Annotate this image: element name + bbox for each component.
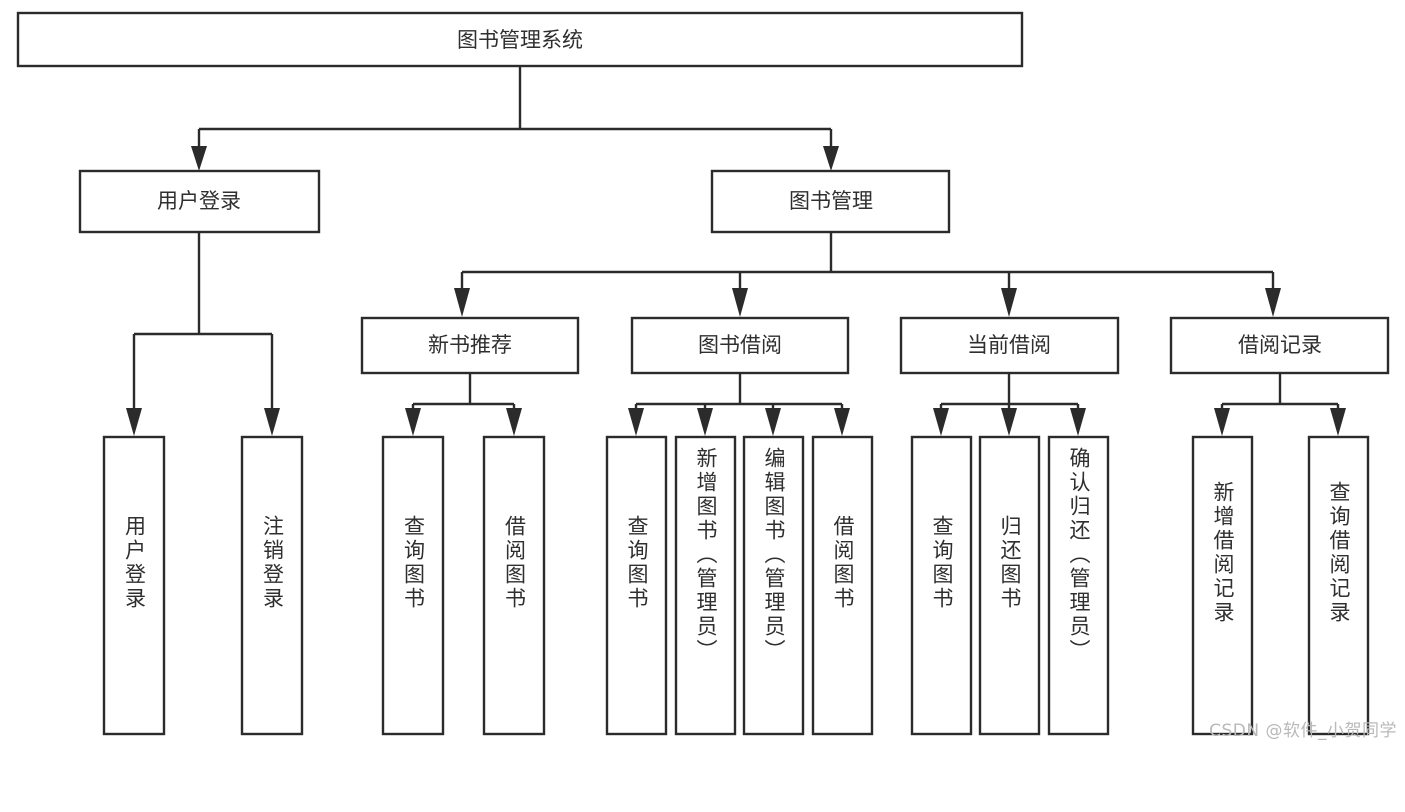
node-root-label: 图书管理系统 (457, 28, 583, 52)
arrow-current-to-leaf1 (933, 408, 949, 436)
arrow-record-to-leaf2 (1330, 408, 1346, 436)
arrow-borrow-to-leaf2 (697, 408, 713, 436)
arrow-root-to-bookmgmt (823, 146, 839, 171)
node-borrow-box[interactable] (630, 316, 850, 375)
node-leaf-current-query-box[interactable] (910, 435, 973, 736)
node-leaf-user-login-box[interactable] (102, 435, 166, 736)
node-leaf-borrow-lend-box[interactable] (811, 435, 874, 736)
node-leaf-new-query-box[interactable] (381, 435, 445, 736)
node-leaf-current-confirm-box[interactable] (1047, 435, 1110, 736)
arrow-root-to-login (191, 146, 207, 171)
node-leaf-borrow-add-box[interactable] (674, 435, 737, 736)
arrow-current-to-leaf2 (1001, 408, 1017, 436)
node-login-label: 用户登录 (157, 189, 241, 213)
node-borrow-label: 图书借阅 (698, 333, 782, 357)
arrow-login-to-leaf2 (264, 408, 280, 436)
node-newbook-label: 新书推荐 (428, 333, 512, 357)
node-leaf-record-query-box[interactable] (1307, 435, 1370, 736)
arrow-borrow-to-leaf4 (834, 408, 850, 436)
node-leaf-current-return-box[interactable] (978, 435, 1041, 736)
diagram-canvas: 图书管理系统 用户登录 图书管理 新书推荐 图书借阅 当前借阅 借阅记录 (16, 11, 1390, 736)
node-leaf-new-borrow-box[interactable] (482, 435, 546, 736)
arrow-borrow-to-leaf1 (628, 408, 644, 436)
node-leaf-record-add-box[interactable] (1191, 435, 1254, 736)
arrow-newbook-to-leaf1 (405, 408, 421, 436)
arrow-login-to-leaf1 (126, 408, 142, 436)
node-record-label: 借阅记录 (1238, 333, 1322, 357)
arrow-record-to-leaf1 (1214, 408, 1230, 436)
node-current-label: 当前借阅 (967, 333, 1051, 357)
csdn-watermark: CSDN @软件_小贺同学 (1209, 721, 1397, 741)
arrow-bookmgmt-to-record (1265, 288, 1281, 317)
arrow-bookmgmt-to-current (1001, 288, 1017, 317)
node-leaf-user-logout-box[interactable] (240, 435, 304, 736)
arrow-current-to-leaf3 (1070, 408, 1086, 436)
arrow-newbook-to-leaf2 (506, 408, 522, 436)
arrow-bookmgmt-to-borrow (732, 288, 748, 317)
node-record-box[interactable] (1169, 316, 1390, 375)
node-login-box[interactable] (78, 169, 321, 234)
node-leaf-borrow-query-box[interactable] (605, 435, 668, 736)
arrow-borrow-to-leaf3 (765, 408, 781, 436)
node-root-box[interactable] (16, 11, 1024, 68)
node-leaf-borrow-edit-box[interactable] (742, 435, 805, 736)
hierarchy-diagram: 图书管理系统 用户登录 图书管理 新书推荐 图书借阅 当前借阅 借阅记录 用户 (16, 11, 1397, 741)
node-current-box[interactable] (899, 316, 1120, 375)
node-newbook-box[interactable] (360, 316, 580, 375)
node-bookmgmt-box[interactable] (710, 169, 951, 234)
node-bookmgmt-label: 图书管理 (789, 189, 873, 213)
arrow-bookmgmt-to-newbook (454, 288, 470, 317)
